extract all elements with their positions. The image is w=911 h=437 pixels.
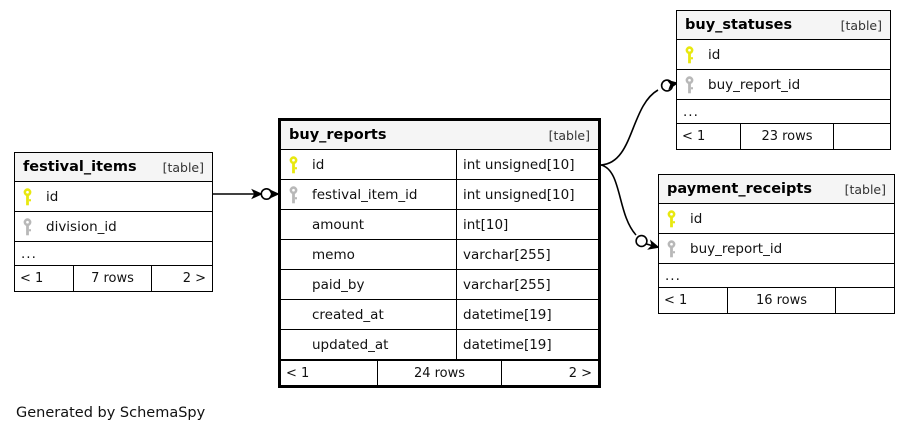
column-type: datetime[19] [456,300,598,329]
next-page-button[interactable] [836,288,894,313]
row-count-label: 16 rows [727,288,836,313]
column-cell: division_id [15,212,212,241]
column-cell: festival_item_id [281,180,456,209]
column-name: id [708,46,721,63]
table-footer: < 1 24 rows 2 > [281,360,598,385]
column-type: varchar[255] [456,240,598,269]
table-kind-label: [table] [162,159,204,175]
table-buy-statuses[interactable]: buy_statuses [table] id [676,10,891,150]
prev-page-button[interactable]: < 1 [286,365,310,381]
table-kind-label: [table] [840,17,882,33]
column-name: id [312,156,325,173]
row-count-label: 23 rows [740,124,834,149]
column-name: updated_at [312,336,389,353]
column-cell: id [15,182,212,211]
table-row[interactable]: id [15,182,212,212]
edge-festival-items-to-buy-reports [213,188,280,201]
column-type: varchar[255] [456,270,598,299]
next-page-button[interactable]: 2 > [182,271,206,286]
table-row[interactable]: division_id [15,212,212,242]
table-payment-receipts[interactable]: payment_receipts [table] id [658,174,895,314]
table-title: buy_reports [289,127,387,143]
column-type: int unsigned[10] [456,150,598,179]
table-title: payment_receipts [667,181,812,197]
column-cell: updated_at [281,330,456,359]
table-kind-label: [table] [548,127,590,143]
table-row[interactable]: id [659,204,894,234]
column-name: amount [312,216,365,233]
primary-key-icon [22,187,44,206]
primary-key-icon [684,45,706,64]
table-row[interactable]: paid_by varchar[255] [281,270,598,300]
table-kind-label: [table] [844,181,886,197]
table-header-festival-items: festival_items [table] [15,153,212,182]
table-festival-items[interactable]: festival_items [table] id [14,152,213,292]
column-cell: paid_by [281,270,456,299]
column-name: paid_by [312,276,365,293]
table-header-payment-receipts: payment_receipts [table] [659,175,894,204]
table-row[interactable]: id int unsigned[10] [281,150,598,180]
column-cell: buy_report_id [677,70,890,99]
row-count-label: 24 rows [377,361,502,385]
table-title: buy_statuses [685,17,793,33]
edge-buy-reports-to-buy-statuses [600,79,679,166]
more-columns-indicator[interactable]: ... [677,100,890,124]
column-type: int unsigned[10] [456,180,598,209]
table-row[interactable]: created_at datetime[19] [281,300,598,330]
next-page-button[interactable]: 2 > [568,365,592,381]
column-name: buy_report_id [708,76,801,93]
column-cell: created_at [281,300,456,329]
column-type: datetime[19] [456,330,598,359]
column-name: created_at [312,306,384,323]
prev-page-button[interactable]: < 1 [20,271,44,286]
edge-buy-reports-to-payment-receipts [600,164,660,250]
column-type: int[10] [456,210,598,239]
table-row[interactable]: updated_at datetime[19] [281,330,598,360]
row-count-label: 7 rows [73,266,152,291]
foreign-key-icon [22,217,44,236]
table-row[interactable]: festival_item_id int unsigned[10] [281,180,598,210]
column-name: id [46,188,59,205]
prev-page-button[interactable]: < 1 [682,129,706,144]
column-cell: memo [281,240,456,269]
table-footer: < 1 16 rows [659,288,894,313]
column-name: division_id [46,218,117,235]
more-columns-indicator[interactable]: ... [15,242,212,266]
next-page-button[interactable] [834,124,890,149]
table-footer: < 1 7 rows 2 > [15,266,212,291]
column-name: id [690,210,703,227]
column-cell: id [281,150,456,179]
prev-page-button[interactable]: < 1 [664,293,688,308]
column-cell: buy_report_id [659,234,894,263]
table-header-buy-statuses: buy_statuses [table] [677,11,890,40]
table-row[interactable]: id [677,40,890,70]
generated-by-caption: Generated by SchemaSpy [16,405,206,421]
table-row[interactable]: buy_report_id [677,70,890,100]
more-columns-indicator[interactable]: ... [659,264,894,288]
primary-key-icon [288,155,310,174]
table-row[interactable]: buy_report_id [659,234,894,264]
table-buy-reports[interactable]: buy_reports [table] id int unsigned[10] [278,118,601,388]
column-name: festival_item_id [312,186,418,203]
column-cell: id [677,40,890,69]
column-cell: amount [281,210,456,239]
column-name: memo [312,246,355,263]
table-footer: < 1 23 rows [677,124,890,149]
table-title: festival_items [23,159,137,175]
foreign-key-icon [288,185,310,204]
table-row[interactable]: memo varchar[255] [281,240,598,270]
foreign-key-icon [666,239,688,258]
foreign-key-icon [684,75,706,94]
column-name: buy_report_id [690,240,783,257]
table-row[interactable]: amount int[10] [281,210,598,240]
column-cell: id [659,204,894,233]
table-header-buy-reports: buy_reports [table] [281,121,598,150]
primary-key-icon [666,209,688,228]
